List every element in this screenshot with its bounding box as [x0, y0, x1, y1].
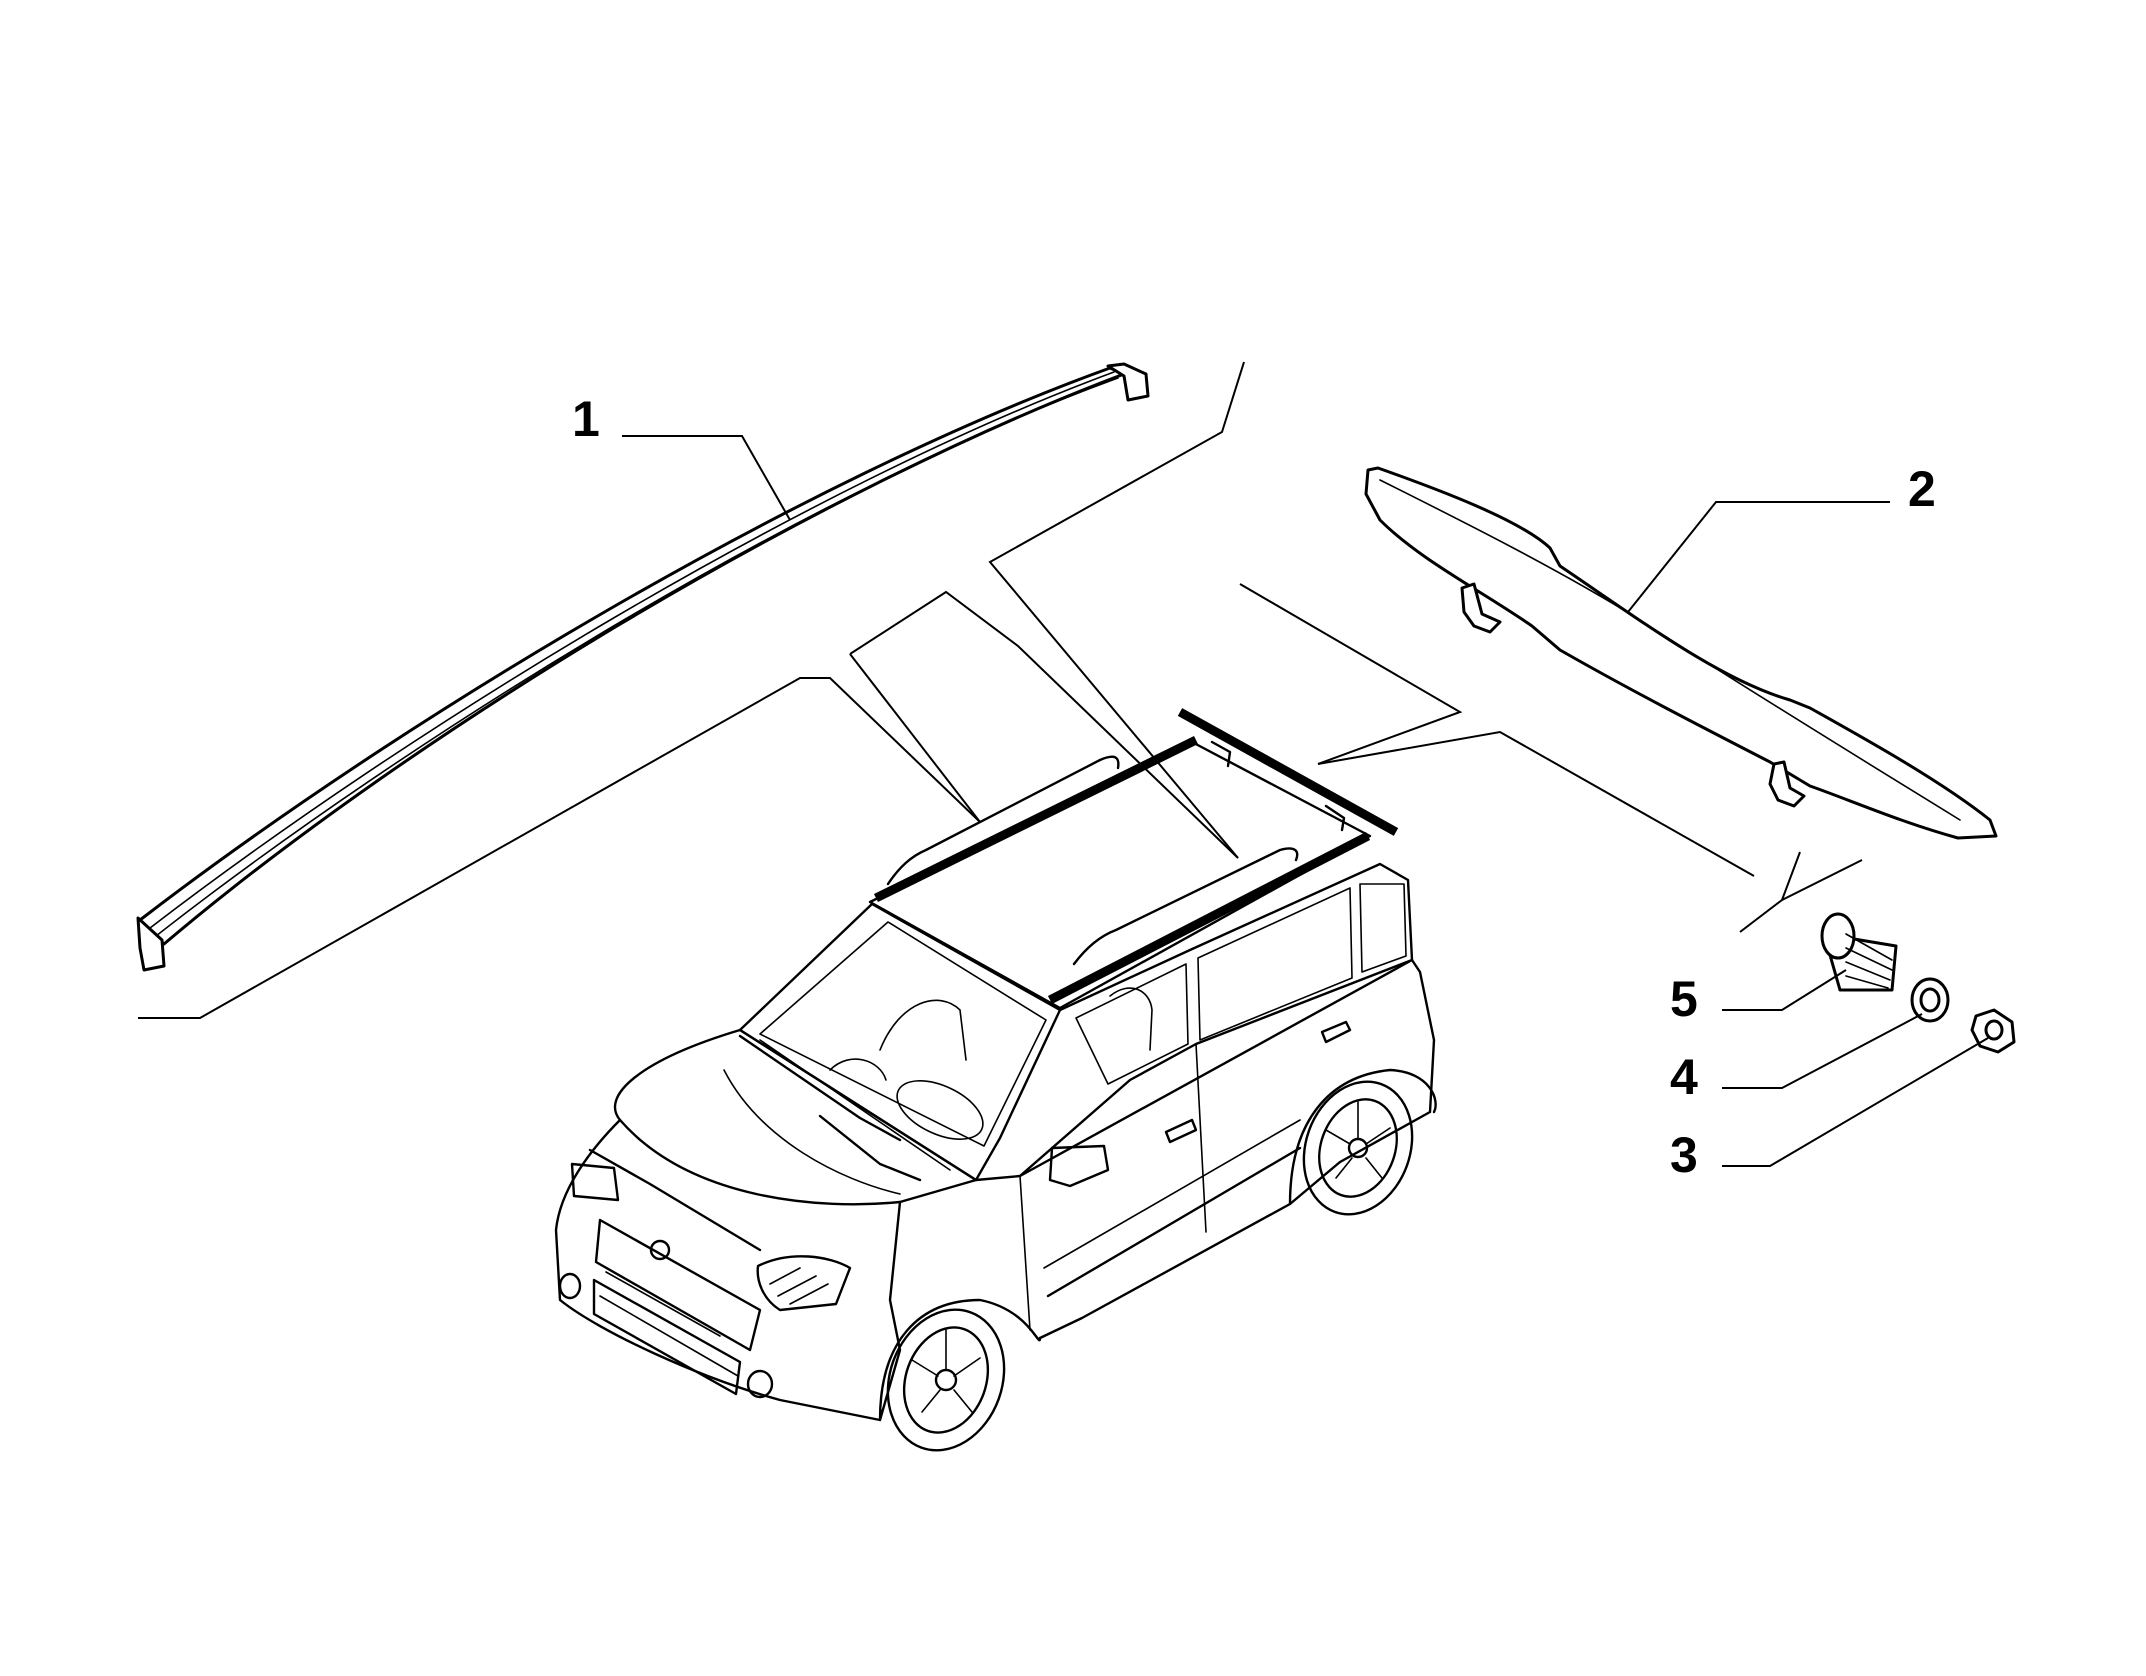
part-3-nut — [1970, 1008, 2016, 1054]
callout-3: 3 — [1670, 1127, 1698, 1183]
roof-bar-rear — [1177, 708, 1399, 836]
callout-4: 4 — [1670, 1049, 1698, 1105]
callout-1: 1 — [572, 391, 600, 447]
rear-wheel — [1302, 1080, 1414, 1216]
part-4-washer — [1910, 977, 1950, 1023]
callout-5: 5 — [1670, 971, 1698, 1027]
part-1-roof-moulding — [136, 362, 1150, 972]
roof-moulding-right — [1047, 832, 1371, 1004]
part-5-threaded-spacer — [1820, 912, 1898, 992]
vehicle-line-art — [554, 708, 1437, 1452]
callout-2: 2 — [1908, 461, 1936, 517]
assembly-guide-lines — [138, 361, 1755, 1019]
front-wheel — [886, 1308, 1006, 1452]
leader-lines — [622, 435, 1989, 1167]
part-2-roof-bar — [1364, 466, 1998, 840]
